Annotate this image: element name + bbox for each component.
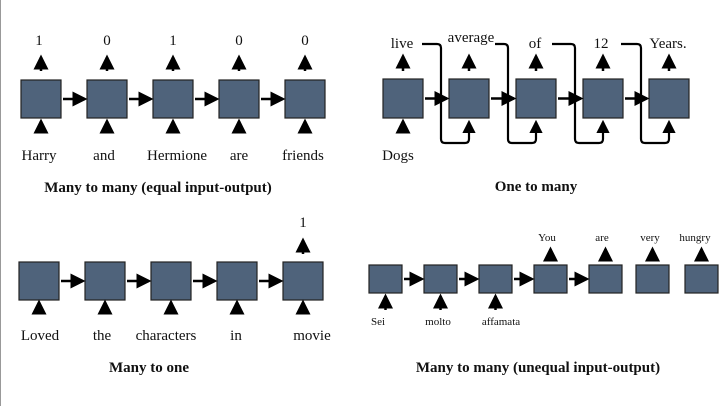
panel-one-to-many: Dogs live average of 12 Years. One to many — [382, 30, 690, 195]
input-word: in — [230, 328, 242, 344]
rnn-cell — [648, 78, 690, 119]
output-word: live — [391, 36, 414, 52]
rnn-cell — [216, 261, 258, 301]
output-word: hungry — [679, 232, 711, 244]
rnn-cell — [382, 78, 424, 119]
panel-title: Many to many (unequal input-output) — [416, 360, 660, 376]
rnn-cell — [515, 78, 557, 119]
rnn-cell — [84, 261, 126, 301]
input-word: movie — [293, 328, 331, 344]
input-word: friends — [282, 148, 324, 164]
rnn-cell — [86, 79, 128, 119]
input-word: Hermione — [147, 148, 207, 164]
output-word: very — [640, 232, 660, 244]
output-word: 1 — [35, 33, 43, 49]
feedback-arrow — [422, 42, 476, 145]
input-word: affamata — [482, 316, 520, 328]
output-word: You — [538, 232, 556, 244]
rnn-cell — [478, 264, 513, 294]
output-word: average — [448, 30, 495, 46]
rnn-cell — [448, 78, 490, 119]
feedback-arrow — [621, 42, 676, 145]
output-word: 0 — [235, 33, 243, 49]
rnn-cell — [282, 261, 324, 301]
rnn-cell — [588, 264, 623, 294]
input-word: the — [93, 328, 112, 344]
rnn-cell — [152, 79, 194, 119]
input-word: Sei — [371, 316, 385, 328]
input-word: Loved — [21, 328, 60, 344]
output-word: 0 — [103, 33, 111, 49]
input-word: characters — [136, 328, 197, 344]
rnn-cell — [20, 79, 62, 119]
input-word: Harry — [22, 148, 57, 164]
rnn-cell — [635, 264, 670, 294]
panel-title: Many to one — [109, 360, 189, 376]
rnn-cell — [218, 79, 260, 119]
output-word: 12 — [594, 36, 609, 52]
feedback-arrow — [552, 42, 610, 145]
output-word: are — [595, 232, 609, 244]
rnn-cell — [533, 264, 568, 294]
output-word: 1 — [169, 33, 177, 49]
output-word: Years. — [649, 36, 686, 52]
rnn-cell — [582, 78, 624, 119]
rnn-cell — [684, 264, 719, 294]
panel-title: Many to many (equal input-output) — [44, 180, 272, 196]
input-word: molto — [425, 316, 451, 328]
rnn-cell — [284, 79, 326, 119]
input-word: Dogs — [382, 148, 414, 164]
rnn-cell — [18, 261, 60, 301]
output-word: of — [529, 36, 542, 52]
input-word: and — [93, 148, 115, 164]
output-word: 1 — [299, 215, 307, 231]
rnn-cell — [423, 264, 458, 294]
rnn-cell — [150, 261, 192, 301]
feedback-arrow — [495, 42, 543, 145]
panel-title: One to many — [495, 179, 578, 195]
input-word: are — [230, 148, 249, 164]
output-word: 0 — [301, 33, 309, 49]
rnn-cell — [368, 264, 403, 294]
